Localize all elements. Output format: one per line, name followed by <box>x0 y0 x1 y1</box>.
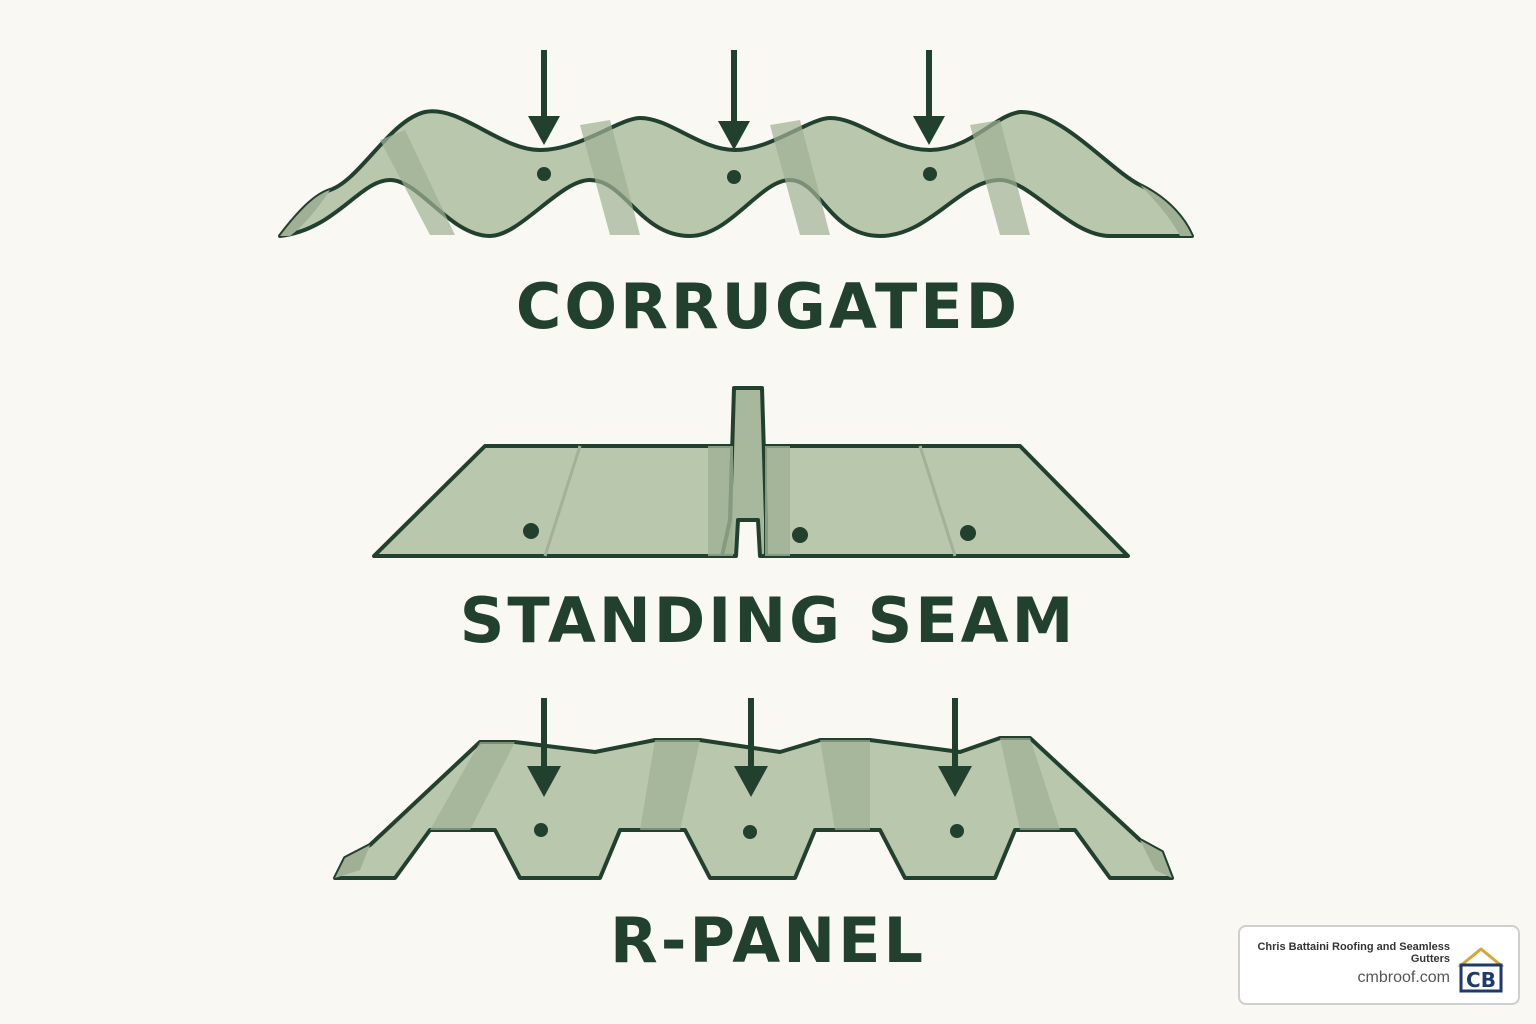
standing-seam-right-sheet <box>763 444 1130 558</box>
corrugated-shade-2 <box>580 120 640 235</box>
corrugated-label: CORRUGATED <box>515 270 1021 343</box>
standing-seam-fastener <box>792 527 808 543</box>
standing-seam-line <box>918 445 957 557</box>
r-panel-shade <box>1000 738 1060 830</box>
r-panel-shade <box>820 740 870 830</box>
brand-name: Chris Battaini Roofing and Seamless Gutt… <box>1257 941 1450 965</box>
r-panel-right-lip <box>1140 840 1172 878</box>
r-panel-arrow <box>734 698 768 797</box>
standing-seam-fastener <box>523 523 539 539</box>
standing-seam-panel <box>372 386 1130 558</box>
corrugated-panel <box>278 50 1194 239</box>
r-panel-left-lip <box>335 845 370 878</box>
corrugated-arrow <box>913 50 945 145</box>
corrugated-shade-1 <box>380 130 455 235</box>
r-panel <box>333 698 1174 880</box>
r-panel-fastener <box>950 824 964 838</box>
brand-domain: cmbroof.com <box>1357 969 1450 986</box>
r-panel-label: R-PANEL <box>610 904 926 977</box>
corrugated-fastener <box>923 167 937 181</box>
corrugated-fastener <box>727 170 741 184</box>
brand-logo-icon: CB <box>1458 947 1504 993</box>
standing-seam-shade-left <box>708 446 733 556</box>
standing-seam-label: STANDING SEAM <box>459 584 1077 657</box>
r-panel-fastener <box>534 823 548 837</box>
standing-seam-left-sheet <box>372 444 735 558</box>
r-panel-arrow <box>527 698 561 797</box>
brand-logo-text: CB <box>1466 968 1496 992</box>
standing-seam-line <box>543 445 582 557</box>
corrugated-shade-4 <box>970 120 1030 235</box>
brand-badge[interactable]: Chris Battaini Roofing and Seamless Gutt… <box>1238 925 1520 1005</box>
standing-seam-shade-right <box>765 446 790 556</box>
r-panel-arrow <box>938 698 972 797</box>
r-panel-shade <box>430 742 515 830</box>
standing-seam-fastener <box>960 525 976 541</box>
r-panel-shade <box>640 740 700 830</box>
corrugated-shade-3 <box>770 120 830 235</box>
corrugated-arrow <box>528 50 560 145</box>
corrugated-left-curl <box>280 190 330 236</box>
corrugated-arrow <box>718 50 750 150</box>
r-panel-fastener <box>743 825 757 839</box>
corrugated-right-curl <box>1140 185 1192 236</box>
corrugated-fastener <box>537 167 551 181</box>
